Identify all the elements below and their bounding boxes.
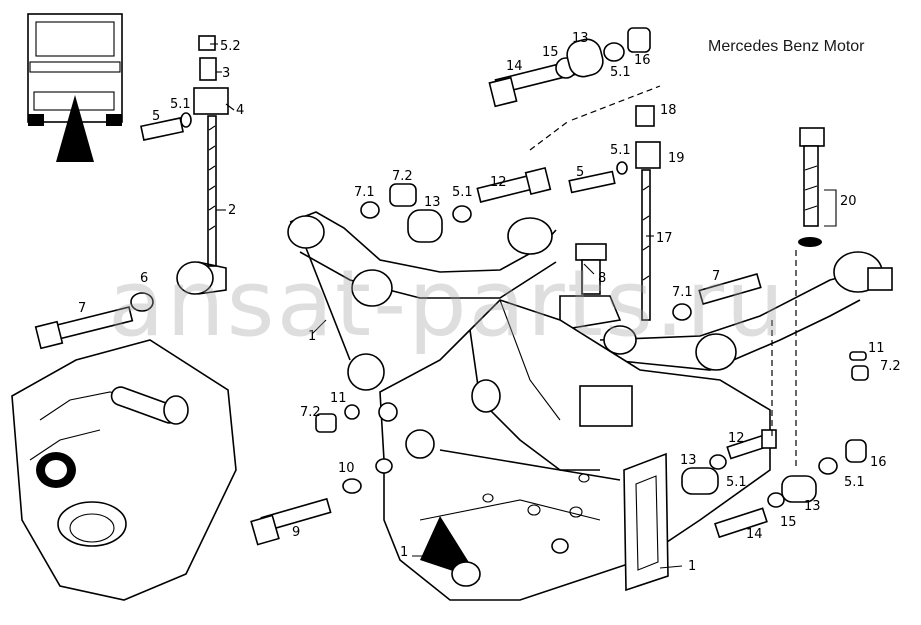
rocker-arm-right xyxy=(599,251,893,371)
view-direction-arrow-icon xyxy=(56,95,94,162)
leader-lines xyxy=(210,43,683,569)
callout: 5.1 xyxy=(844,475,865,490)
callout: 17 xyxy=(656,231,673,246)
plug-8 xyxy=(559,243,622,331)
bolt-20 xyxy=(798,127,837,247)
callout: 20 xyxy=(840,194,857,209)
rod-assembly-2 xyxy=(140,35,229,295)
callout: 5 xyxy=(576,165,584,180)
callout: 1 xyxy=(400,545,408,560)
callout: 18 xyxy=(660,103,677,118)
callout: 11 xyxy=(330,391,347,406)
callout: 12 xyxy=(490,175,507,190)
callout: 4 xyxy=(236,103,244,118)
callout: 5.1 xyxy=(610,65,631,80)
callout: 12 xyxy=(728,431,745,446)
callout-labels: 5.2 3 4 5.1 5 2 6 7 1 11 7.2 10 9 1 7.1 … xyxy=(78,31,901,574)
engine-block-fragment xyxy=(11,339,237,601)
upper-hardware-row xyxy=(360,166,552,243)
lower-right-hardware xyxy=(681,250,869,539)
callout: 7.1 xyxy=(354,185,375,200)
callout: 13 xyxy=(572,31,589,46)
callout: 13 xyxy=(424,195,441,210)
callout: 11 xyxy=(868,341,885,356)
callout: 16 xyxy=(870,455,887,470)
callout: 14 xyxy=(506,59,523,74)
callout: 5.1 xyxy=(170,97,191,112)
callout: 1 xyxy=(308,329,316,344)
callout: 13 xyxy=(680,453,697,468)
callout: 10 xyxy=(338,461,355,476)
top-bolt-assembly xyxy=(488,27,661,151)
callout: 1 xyxy=(688,559,696,574)
callout: 13 xyxy=(804,499,821,514)
callout: 7 xyxy=(712,269,720,284)
callout: 9 xyxy=(292,525,300,540)
callout: 15 xyxy=(780,515,797,530)
stud-17-assembly xyxy=(568,105,661,321)
callout: 8 xyxy=(598,271,606,286)
lower-left-hardware xyxy=(250,404,393,546)
callout: 5.1 xyxy=(452,185,473,200)
bolt-7-left xyxy=(34,292,154,350)
callout: 19 xyxy=(668,151,685,166)
callout: 2 xyxy=(228,203,236,218)
callout: 7.2 xyxy=(392,169,413,184)
callout: 6 xyxy=(140,271,148,286)
callout: 3 xyxy=(222,66,230,81)
callout: 7 xyxy=(78,301,86,316)
callout: 5.1 xyxy=(726,475,747,490)
callout: 7.2 xyxy=(300,405,321,420)
page-title: Mercedes Benz Motor xyxy=(708,38,865,55)
callout: 5.2 xyxy=(220,39,241,54)
bus-front-icon xyxy=(27,13,123,162)
watermark-text: ansat-parts.ru xyxy=(108,250,787,357)
callout: 14 xyxy=(746,527,763,542)
callout: 7.1 xyxy=(672,285,693,300)
callout: 16 xyxy=(634,53,651,68)
main-bracket xyxy=(378,299,771,601)
callout: 5 xyxy=(152,109,160,124)
callout: 5.1 xyxy=(610,143,631,158)
callout: 15 xyxy=(542,45,559,60)
rocker-arm-upper xyxy=(287,211,557,391)
callout: 7.2 xyxy=(880,359,901,374)
